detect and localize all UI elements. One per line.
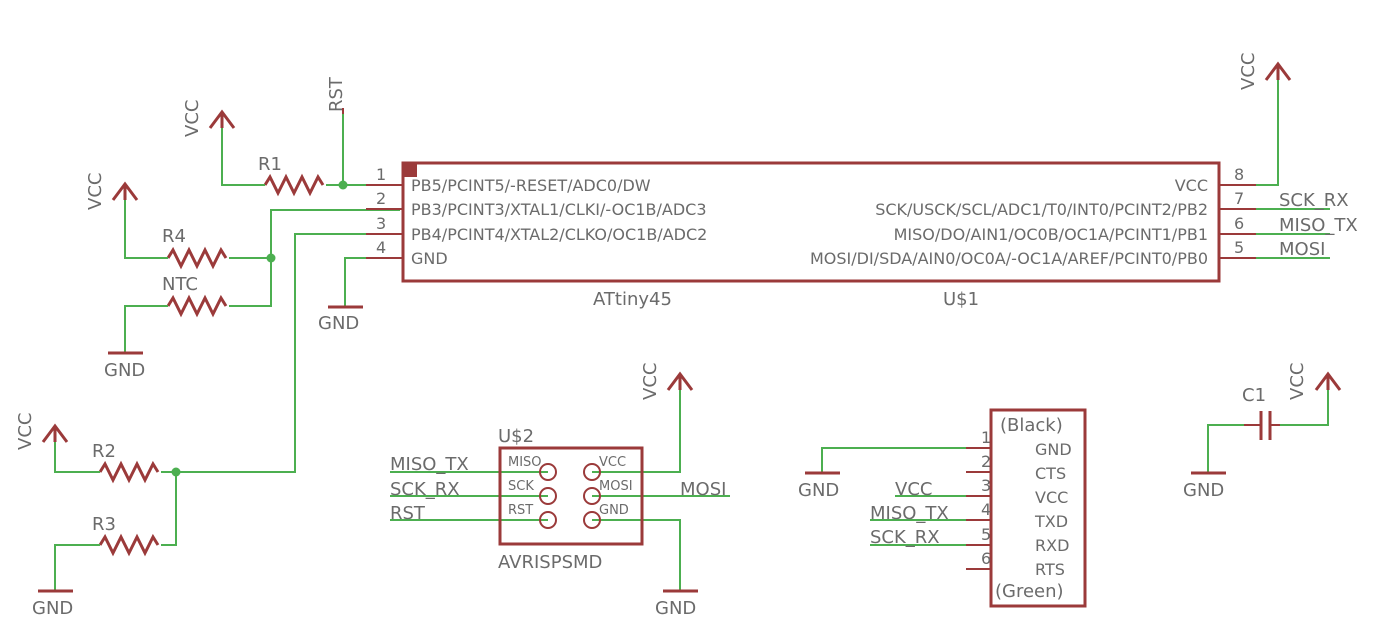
- ic1-pin-num: 4: [376, 238, 386, 257]
- ftdi-pin-num: 2: [981, 452, 991, 471]
- svg-text:GND: GND: [1183, 480, 1224, 501]
- vcc-symbol-r1: VCC: [182, 100, 236, 137]
- wires: [54, 78, 1330, 590]
- svg-text:GND: GND: [318, 313, 359, 334]
- ic1-pin-label: SCK/USCK/SCL/ADC1/T0/INT0/PCINT2/PB2: [875, 200, 1208, 219]
- ic1-pin-num: 5: [1234, 238, 1244, 257]
- svg-text:GND: GND: [798, 480, 839, 501]
- r4-label: R4: [162, 226, 186, 247]
- ic1-pin-label: MOSI/DI/SDA/AIN0/OC0A/-OC1A/AREF/PCINT0/…: [810, 249, 1208, 268]
- capacitor-c1[interactable]: C1: [1242, 385, 1280, 440]
- net-label: MISO_TX: [1279, 215, 1358, 236]
- net-label: MOSI: [680, 479, 726, 500]
- ftdi-pin-num: 5: [981, 525, 991, 544]
- ic1-pin-num: 8: [1234, 165, 1244, 184]
- vcc-symbol-ic: VCC: [1238, 53, 1292, 90]
- isp-pin-label: SCK: [508, 479, 534, 494]
- gnd-symbol-r3: GND: [32, 589, 73, 619]
- isp-pin-label: VCC: [599, 455, 626, 470]
- svg-text:GND: GND: [655, 598, 696, 619]
- ic1-pin-label: PB5/PCINT5/-RESET/ADC0/DW: [411, 176, 651, 195]
- junction-dot: [338, 180, 348, 190]
- rst-net-label: RST: [326, 76, 347, 114]
- svg-text:RST: RST: [326, 76, 347, 112]
- ic1-pin-num: 1: [376, 165, 386, 184]
- gnd-symbol-c1: GND: [1183, 471, 1226, 501]
- ftdi-pin-label: RTS: [1035, 560, 1065, 579]
- isp-pin-label: MISO: [508, 455, 542, 470]
- ic1-name: ATtiny45: [593, 289, 672, 310]
- junction-dot: [171, 467, 181, 477]
- r1-label: R1: [258, 154, 282, 175]
- svg-text:VCC: VCC: [1238, 53, 1259, 90]
- ftdi-pin-label: CTS: [1035, 464, 1066, 483]
- ftdi-pin-num: 4: [981, 500, 991, 519]
- svg-text:GND: GND: [32, 598, 73, 619]
- resistor-ntc[interactable]: NTC: [162, 274, 228, 318]
- ic1-pin-num: 2: [376, 189, 386, 208]
- r2-label: R2: [92, 441, 116, 462]
- svg-text:VCC: VCC: [85, 173, 106, 210]
- ic-attiny45[interactable]: 1 2 3 4 PB5/PCINT5/-RESET/ADC0/DW PB3/PC…: [366, 161, 1358, 310]
- r3-label: R3: [92, 514, 116, 535]
- isp-pin-label: GND: [599, 503, 629, 518]
- isp-ref: U$2: [498, 426, 534, 447]
- vcc-symbol-c1: VCC: [1287, 363, 1342, 400]
- ic1-pin-num: 7: [1234, 189, 1244, 208]
- net-label: MISO_TX: [870, 503, 949, 524]
- ic1-pin-num: 6: [1234, 214, 1244, 233]
- resistor-r2[interactable]: R2: [92, 441, 160, 484]
- isp-name: AVRISPSMD: [498, 552, 602, 573]
- resistor-r1[interactable]: R1: [258, 154, 325, 197]
- svg-text:VCC: VCC: [1287, 363, 1308, 400]
- gnd-symbol-ic: GND: [318, 305, 363, 334]
- net-label: MOSI: [1279, 239, 1325, 260]
- net-label: SCK_RX: [870, 527, 940, 548]
- vcc-symbol-r2: VCC: [15, 413, 69, 450]
- vcc-symbol-isp: VCC: [640, 363, 694, 400]
- ftdi-pin-num: 6: [981, 549, 991, 568]
- ftdi-pin-num: 3: [981, 476, 991, 495]
- ftdi-pin-label: TXD: [1034, 512, 1068, 531]
- ftdi-pin-label: GND: [1035, 440, 1072, 459]
- gnd-symbol-isp: GND: [655, 589, 698, 619]
- isp-header[interactable]: MISO SCK RST VCC MOSI GND U$2 AVRISPSMD …: [390, 426, 726, 573]
- svg-text:GND: GND: [104, 360, 145, 381]
- c1-label: C1: [1242, 385, 1266, 406]
- net-label: RST: [390, 503, 426, 524]
- gnd-symbol-ftdi: GND: [798, 471, 840, 501]
- svg-text:VCC: VCC: [182, 100, 203, 137]
- ftdi-header[interactable]: (Black) (Green) 1 2 3 4 5 6 GND CTS VCC …: [870, 408, 1087, 608]
- ftdi-pin-num: 1: [981, 428, 991, 447]
- ftdi-bottom-label: (Green): [995, 581, 1064, 602]
- svg-text:VCC: VCC: [15, 413, 36, 450]
- ic1-ref: U$1: [943, 289, 979, 310]
- ic1-pin-label: PB3/PCINT3/XTAL1/CLKI/-OC1B/ADC3: [411, 200, 707, 219]
- ftdi-top-label: (Black): [1000, 415, 1063, 436]
- ic1-pin-label: PB4/PCINT4/XTAL2/CLKO/OC1B/ADC2: [411, 225, 707, 244]
- net-label: SCK_RX: [390, 479, 460, 500]
- vcc-symbol-r4: VCC: [85, 173, 139, 210]
- ic1-pin-label: GND: [411, 249, 448, 268]
- ftdi-pin-label: RXD: [1035, 536, 1069, 555]
- net-label: MISO_TX: [390, 454, 469, 475]
- ftdi-pin-label: VCC: [1035, 488, 1068, 507]
- net-label: SCK_RX: [1279, 190, 1349, 211]
- resistor-r3[interactable]: R3: [92, 514, 160, 557]
- isp-pin-label: MOSI: [599, 479, 633, 494]
- resistor-r4[interactable]: R4: [162, 226, 228, 270]
- gnd-symbol-ntc: GND: [104, 351, 145, 381]
- ic1-pin-label: VCC: [1175, 176, 1208, 195]
- ic1-pin-num: 3: [376, 214, 386, 233]
- junction-dot: [266, 253, 276, 263]
- junctions: [171, 180, 348, 477]
- svg-text:VCC: VCC: [640, 363, 661, 400]
- ic1-pin-label: MISO/DO/AIN1/OC0B/OC1A/PCINT1/PB1: [894, 225, 1208, 244]
- ntc-label: NTC: [162, 274, 198, 295]
- net-label: VCC: [895, 479, 932, 500]
- isp-pin-label: RST: [508, 503, 533, 518]
